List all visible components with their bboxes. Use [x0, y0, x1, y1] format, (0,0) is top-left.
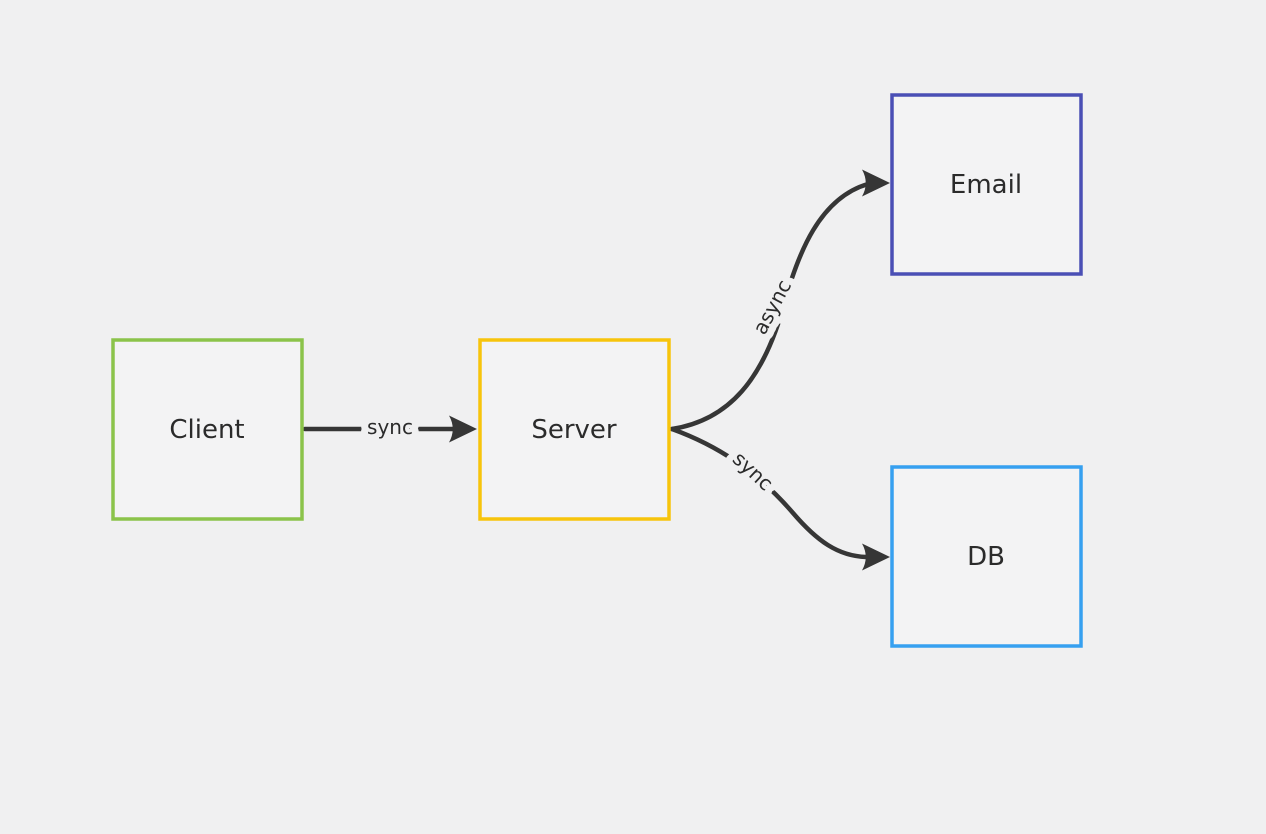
node-client-box	[111, 338, 304, 521]
edge-server-db	[669, 426, 890, 571]
edge-client-server	[302, 415, 477, 443]
edge-server-db-arrowhead	[862, 543, 890, 571]
node-client: Client	[111, 338, 304, 521]
node-client-label: Client	[169, 415, 244, 445]
node-server-label: Server	[531, 415, 617, 445]
edge-server-email-label: async	[748, 276, 797, 339]
edge-client-server-label: sync	[367, 415, 413, 439]
node-db-label: DB	[967, 542, 1005, 572]
node-server: Server	[478, 338, 671, 521]
edge-server-email-arrowhead	[862, 169, 890, 197]
node-email-label: Email	[950, 170, 1022, 200]
node-db: DB	[890, 465, 1083, 648]
node-email-box	[890, 93, 1083, 276]
edge-server-email-line	[669, 181, 871, 432]
node-db-box	[890, 465, 1083, 648]
edge-server-db-line	[669, 426, 869, 560]
edge-server-email	[669, 169, 890, 432]
node-server-box	[478, 338, 671, 521]
edge-client-server-arrowhead	[449, 415, 477, 443]
node-email: Email	[890, 93, 1083, 276]
